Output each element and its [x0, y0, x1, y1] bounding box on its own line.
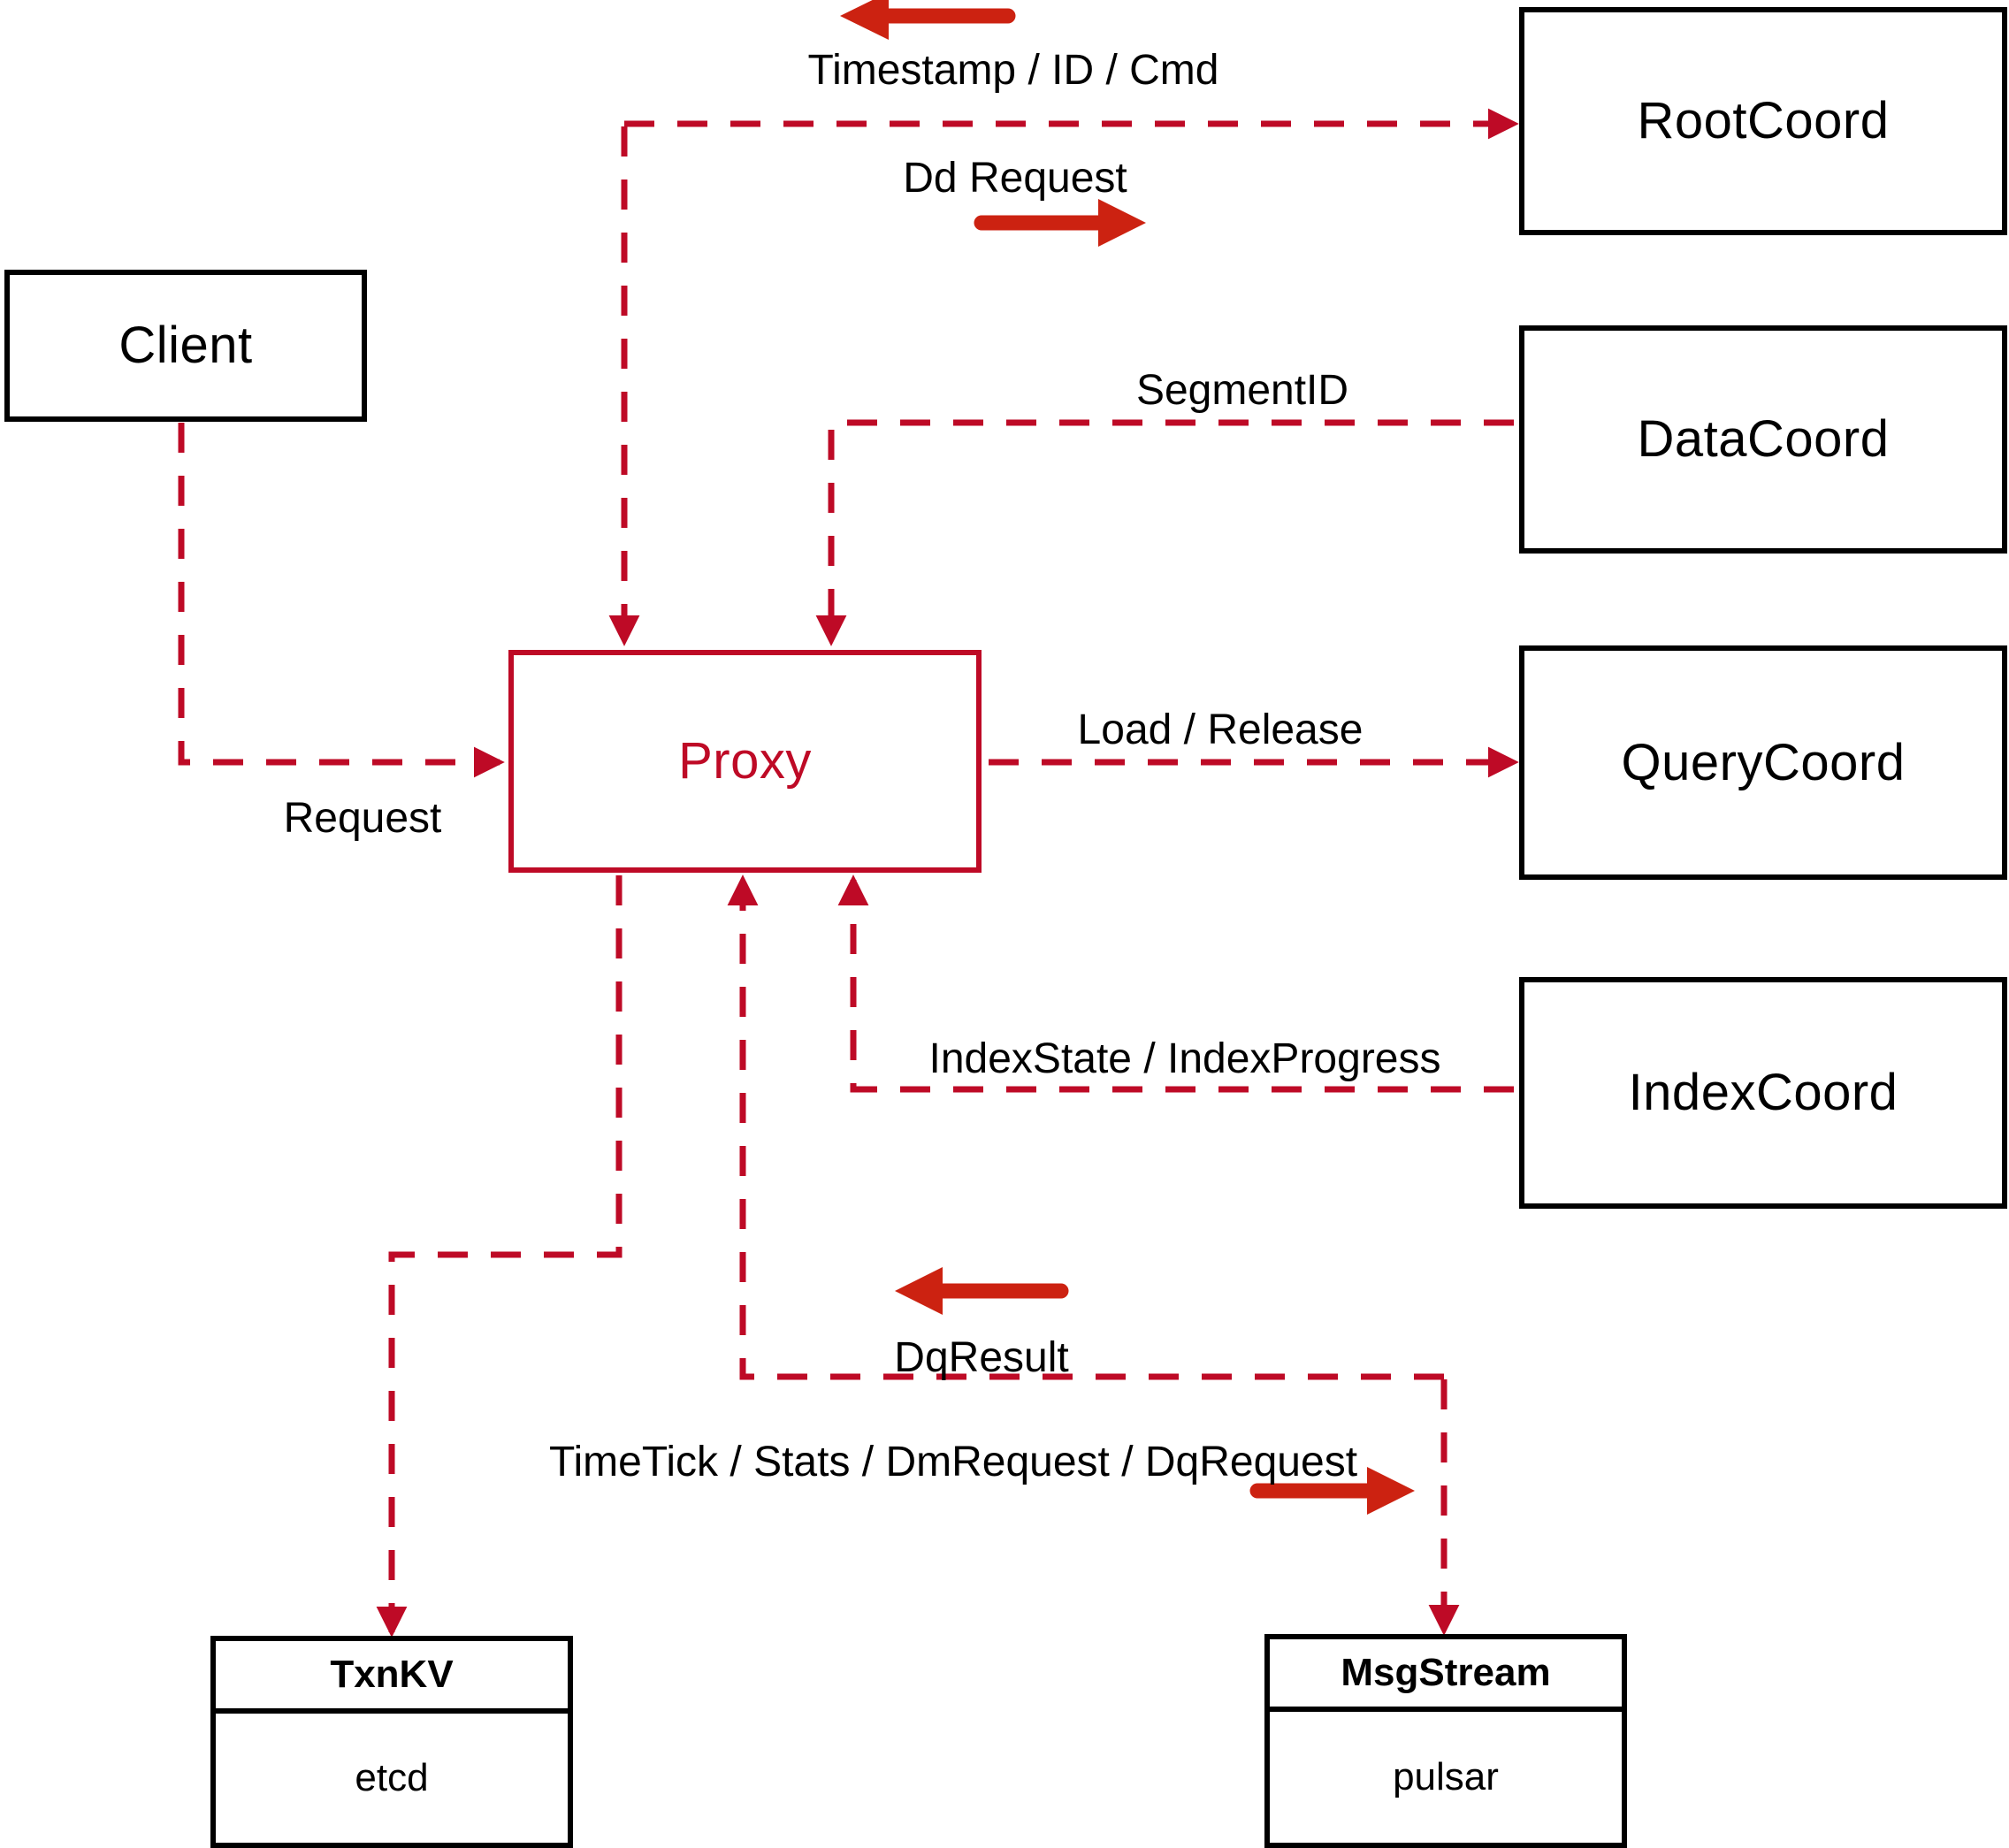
node-datacoord[interactable]: DataCoord	[1519, 325, 2007, 554]
direction-arrow-dd-request	[974, 199, 1146, 247]
direction-arrow-timestamp-id-cmd	[840, 0, 1016, 40]
node-indexcoord-label: IndexCoord	[1628, 1064, 1898, 1121]
node-client-label: Client	[118, 317, 253, 374]
node-querycoord-label: QueryCoord	[1621, 733, 1906, 791]
node-msgstream-title: MsgStream	[1270, 1639, 1622, 1712]
node-rootcoord-label: RootCoord	[1637, 92, 1890, 149]
connector-client-to-proxy	[178, 423, 505, 778]
node-proxy-label: Proxy	[678, 732, 812, 790]
connector-proxy-to-rootcoord	[608, 108, 1519, 646]
edge-label-load-release: Load / Release	[1077, 706, 1364, 753]
edge-label-dd-request: Dd Request	[903, 155, 1127, 202]
edge-label-dq-result: DqResult	[894, 1334, 1069, 1381]
node-msgstream[interactable]: MsgStream pulsar	[1264, 1634, 1627, 1848]
node-indexcoord[interactable]: IndexCoord	[1519, 977, 2007, 1209]
edge-label-index-state-progress: IndexState / IndexProgress	[928, 1035, 1441, 1082]
node-txnkv-impl: etcd	[355, 1756, 429, 1799]
direction-arrow-stream-requests	[1249, 1467, 1415, 1515]
connector-indexcoord-to-proxy	[837, 874, 1514, 1093]
direction-arrow-dq-result	[895, 1267, 1069, 1315]
edge-label-timestamp-id-cmd: Timestamp / ID / Cmd	[807, 47, 1219, 94]
node-txnkv-title: TxnKV	[216, 1641, 568, 1714]
edge-label-segment-id: SegmentID	[1135, 367, 1349, 414]
connector-proxy-to-txnkv	[376, 875, 623, 1638]
node-client[interactable]: Client	[4, 270, 367, 422]
connector-datacoord-to-proxy	[815, 419, 1514, 646]
connector-msgstream-to-proxy	[727, 874, 1444, 1380]
node-proxy[interactable]: Proxy	[508, 650, 982, 873]
node-txnkv[interactable]: TxnKV etcd	[210, 1636, 573, 1848]
node-datacoord-label: DataCoord	[1637, 410, 1890, 468]
node-querycoord[interactable]: QueryCoord	[1519, 645, 2007, 880]
edge-label-stream-requests: TimeTick / Stats / DmRequest / DqRequest	[548, 1439, 1358, 1485]
node-rootcoord[interactable]: RootCoord	[1519, 7, 2007, 235]
node-msgstream-impl: pulsar	[1393, 1755, 1499, 1798]
edge-label-request: Request	[283, 795, 442, 842]
